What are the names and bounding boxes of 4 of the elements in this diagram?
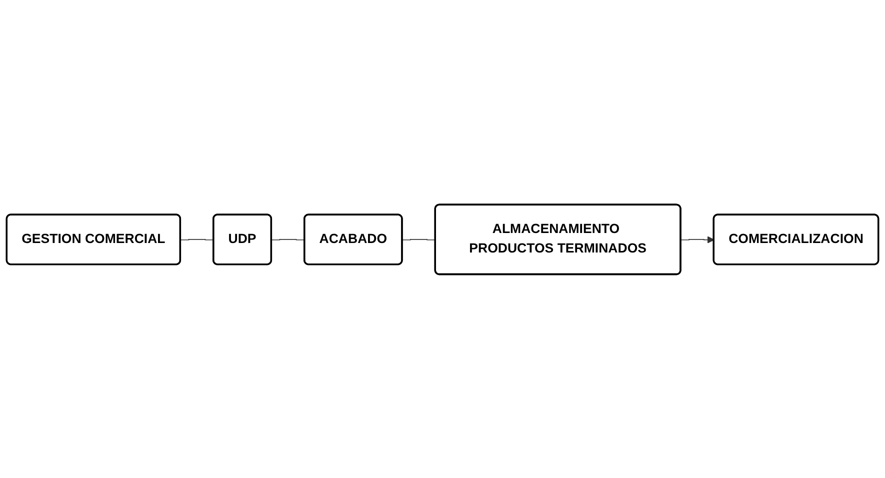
connector [180,238,214,240]
arrow [680,236,714,243]
connector [402,238,436,240]
connector [271,238,306,240]
